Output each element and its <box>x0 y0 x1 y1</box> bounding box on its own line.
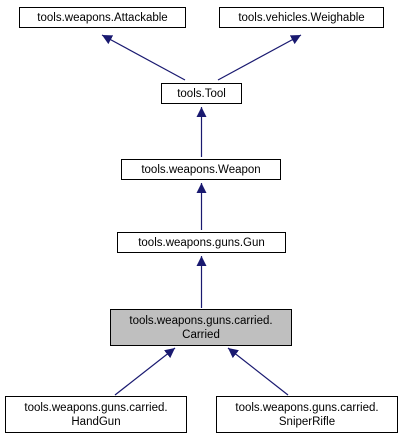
node-weighable[interactable]: tools.vehicles.Weighable <box>219 7 384 28</box>
node-handgun-label-line1: tools.weapons.guns.carried. <box>24 401 168 414</box>
edge-sniperrifle-to-carried <box>227 347 289 396</box>
node-handgun[interactable]: tools.weapons.guns.carried. HandGun <box>5 396 187 433</box>
node-sniperrifle-label-line1: tools.weapons.guns.carried. <box>235 401 379 414</box>
node-weighable-label: tools.vehicles.Weighable <box>238 11 365 24</box>
node-attackable-label: tools.weapons.Attackable <box>37 11 168 24</box>
node-attackable[interactable]: tools.weapons.Attackable <box>19 7 186 28</box>
edge-tool-to-weighable <box>217 34 302 81</box>
node-carried[interactable]: tools.weapons.guns.carried. Carried <box>110 309 292 346</box>
node-gun-label: tools.weapons.guns.Gun <box>138 236 265 249</box>
node-weapon[interactable]: tools.weapons.Weapon <box>121 159 281 180</box>
edge-handgun-to-carried <box>114 347 176 396</box>
node-tool-label: tools.Tool <box>177 87 226 100</box>
node-sniperrifle-label-line2: SniperRifle <box>278 415 336 428</box>
node-handgun-label-line2: HandGun <box>71 415 121 428</box>
node-carried-label-line2: Carried <box>182 328 220 341</box>
node-weapon-label: tools.weapons.Weapon <box>141 163 261 176</box>
node-sniperrifle[interactable]: tools.weapons.guns.carried. SniperRifle <box>216 396 398 433</box>
node-carried-label-line1: tools.weapons.guns.carried. <box>129 314 273 327</box>
edge-tool-to-attackable <box>101 34 186 81</box>
node-gun[interactable]: tools.weapons.guns.Gun <box>117 232 286 253</box>
node-tool[interactable]: tools.Tool <box>161 83 242 104</box>
